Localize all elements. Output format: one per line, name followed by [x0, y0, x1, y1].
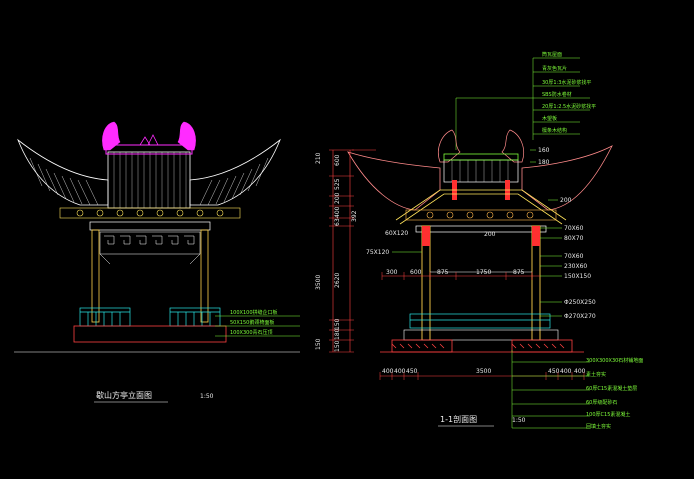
section-right-leaders — [530, 149, 562, 317]
section-vertical-dim-labels: 210 600 525 200 400 63 392 3500 2620 150… — [315, 152, 358, 352]
section-foundation — [380, 339, 584, 353]
size-150x150: 150X150 — [564, 273, 591, 280]
section-ridge-ornament-left — [438, 129, 461, 163]
base-400-d: 400 — [574, 368, 586, 375]
size-200-eave: 200 — [560, 197, 572, 204]
section-upper-roof-lines — [451, 160, 509, 182]
size-70x60-top: 70X60 — [564, 225, 584, 232]
section-brackets — [405, 209, 557, 221]
span-875-left: 875 — [437, 269, 449, 276]
elevation-ridge-ornament-right — [177, 121, 196, 151]
section-bottom-note-2: 素土夯实 — [586, 371, 606, 378]
dim-200: 200 — [334, 192, 341, 204]
span-300: 300 — [386, 269, 398, 276]
elevation-brackets — [59, 207, 241, 219]
elevation-note-2: 50X150鹅颈椅面板 — [230, 319, 274, 326]
section-top-note-6: 木望板 — [542, 115, 557, 122]
section-bottom-note-3: 60厚C15素混凝土垫层 — [586, 385, 637, 392]
span-1750: 1750 — [476, 269, 491, 276]
elevation-drawing: 100X100拼缝企口板 50X150鹅颈椅面板 100X300青石压顶 歇山方… — [14, 121, 300, 403]
section-bottom-note-6: 回填土夯实 — [586, 423, 611, 430]
section-scale: 1:50 — [512, 417, 526, 424]
base-450-right: 450 — [548, 368, 560, 375]
section-railing — [409, 313, 551, 329]
elevation-gable-lines — [113, 152, 187, 208]
size-200-beam: 200 — [484, 231, 496, 238]
section-top-note-2: 青灰色瓦片 — [542, 65, 567, 72]
dim-180: 180 — [334, 328, 341, 340]
size-60x120: 60X120 — [385, 230, 408, 237]
elevation-scale: 1:50 — [200, 393, 214, 400]
dim-600: 600 — [334, 154, 341, 166]
elevation-columns — [91, 229, 209, 323]
section-bottom-note-1: 300X300X30石材铺地面 — [586, 357, 643, 364]
size-230x60: 230X60 — [564, 263, 587, 270]
section-drawing: 筒瓦屋面 青灰色瓦片 30厚1:3水泥砂浆找平 SBS防水卷材 20厚1:2.5… — [315, 51, 643, 430]
elevation-fretwork — [99, 231, 201, 265]
section-top-note-1: 筒瓦屋面 — [542, 51, 562, 58]
elevation-note-leaders — [215, 315, 300, 337]
section-top-note-7: 檩条木结构 — [542, 127, 567, 134]
section-bottom-leader — [511, 350, 590, 429]
elevation-note-3: 100X300青石压顶 — [230, 329, 273, 336]
size-160: 160 — [538, 147, 550, 154]
dim-525: 525 — [334, 178, 341, 190]
dim-150-mid: 150 — [315, 338, 322, 350]
section-rafters — [395, 189, 567, 225]
elevation-ridge-ornament-left — [102, 121, 121, 151]
section-top-leader — [455, 57, 590, 150]
size-70x60-mid: 70X60 — [564, 253, 584, 260]
base-450-left: 450 — [406, 368, 418, 375]
section-ridge-ornament-right — [501, 129, 524, 163]
section-bottom-note-4: 60厚级配砂石 — [586, 399, 617, 406]
dim-150-lower: 150 — [334, 340, 341, 352]
size-d270: Φ270X270 — [564, 313, 596, 320]
span-875-right: 875 — [513, 269, 525, 276]
section-main-beam — [415, 225, 547, 233]
base-3500: 3500 — [476, 368, 491, 375]
size-d250: Φ250X250 — [564, 299, 596, 306]
elevation-base — [73, 325, 227, 343]
size-80x70: 80X70 — [564, 235, 584, 242]
dim-3500: 3500 — [315, 275, 322, 290]
section-top-note-5: 20厚1:2.5水泥砂浆找平 — [542, 103, 596, 110]
base-400-a: 400 — [382, 368, 394, 375]
dim-150-upper: 150 — [334, 318, 341, 330]
section-floor — [403, 329, 559, 341]
dim-63: 63 — [334, 218, 341, 226]
span-600: 600 — [410, 269, 422, 276]
section-ridge-tiles — [443, 153, 519, 161]
section-span-dims — [381, 272, 540, 280]
size-180: 180 — [538, 159, 550, 166]
dim-2620: 2620 — [334, 273, 341, 288]
section-top-note-3: 30厚1:3水泥砂浆找平 — [542, 79, 591, 86]
elevation-lintel — [89, 221, 211, 231]
elevation-roof-tile-lines — [29, 157, 269, 206]
section-vertical-dims — [329, 149, 376, 353]
dim-392: 392 — [351, 210, 358, 222]
section-column-caps — [422, 226, 540, 246]
size-75x120: 75X120 — [366, 249, 389, 256]
dim-400: 400 — [334, 206, 341, 218]
section-bottom-note-5: 100厚C15素混凝土 — [586, 411, 630, 418]
base-400-b: 400 — [394, 368, 406, 375]
elevation-note-1: 100X100拼缝企口板 — [230, 309, 278, 316]
section-top-note-4: SBS防水卷材 — [542, 91, 572, 98]
dim-210: 210 — [315, 152, 322, 164]
base-400-c: 400 — [560, 368, 572, 375]
elevation-ridge-center — [139, 134, 159, 146]
section-title: 1-1剖面图 — [440, 414, 477, 424]
elevation-title: 歇山方亭立面图 — [96, 390, 152, 400]
